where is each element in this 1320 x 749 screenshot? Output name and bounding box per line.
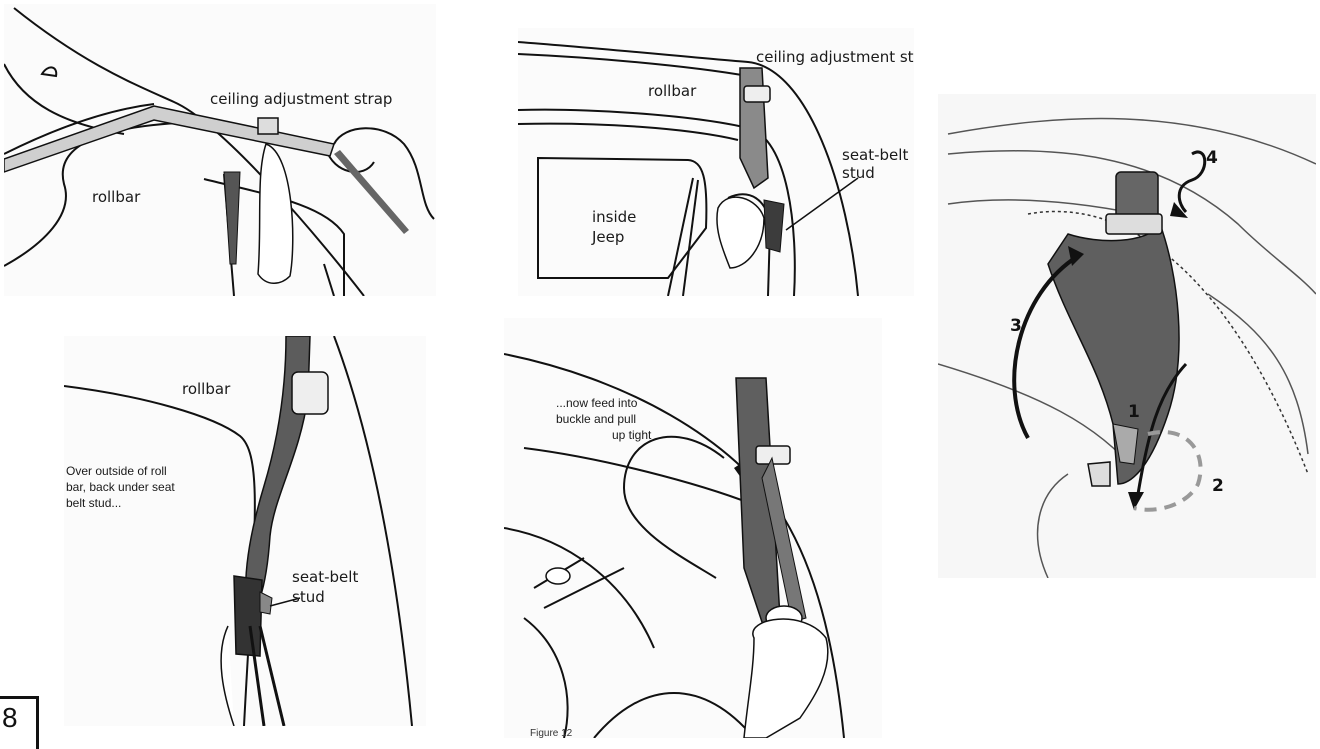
- label-jeep-line2: Jeep: [592, 228, 624, 246]
- label-ceiling-adjustment-strap: ceiling adjustment strap: [210, 90, 392, 108]
- label-inside-line1: inside: [592, 208, 636, 226]
- illustration-feed-buckle: [504, 318, 882, 738]
- step-number-2: 2: [1212, 476, 1224, 496]
- label-rollbar: rollbar: [92, 188, 140, 206]
- label-stud-line2: stud: [292, 588, 325, 606]
- label-rollbar: rollbar: [648, 82, 696, 100]
- label-rollbar: rollbar: [182, 380, 230, 398]
- label-seat-belt-line1: seat-belt: [842, 146, 908, 164]
- label-seat-belt-line1: seat-belt: [292, 568, 358, 586]
- label-stud-line2: stud: [842, 164, 875, 182]
- note-line1: Over outside of roll: [66, 464, 167, 478]
- note-line2: buckle and pull: [556, 412, 636, 426]
- step-number-3: 3: [1010, 316, 1022, 336]
- illustration-numbered-loop: [938, 94, 1316, 578]
- step-number-1: 1: [1128, 402, 1140, 422]
- step-number-4: 4: [1206, 148, 1218, 168]
- note-line3: up tight: [612, 428, 651, 442]
- illustration-over-rollbar: [64, 336, 426, 726]
- page-number: 8: [2, 702, 18, 734]
- step-panel-feed-buckle: ...now feed into buckle and pull up tigh…: [504, 318, 882, 738]
- illustration-ceiling-strap: [4, 4, 436, 296]
- step-panel-strap-inside: ceiling adjustment strap rollbar seat-be…: [518, 28, 914, 296]
- note-line2: bar, back under seat: [66, 480, 175, 494]
- label-ceiling-adjustment-strap: ceiling adjustment strap: [756, 48, 914, 66]
- figure-caption: Figure 12: [530, 728, 572, 739]
- step-panel-ceiling-strap: ceiling adjustment strap rollbar: [4, 4, 436, 296]
- step-panel-numbered-loop: 4 3 1 2: [938, 94, 1316, 578]
- step-panel-over-rollbar: rollbar Over outside of roll bar, back u…: [64, 336, 426, 726]
- note-line1: ...now feed into: [556, 396, 637, 410]
- note-line3: belt stud...: [66, 496, 121, 510]
